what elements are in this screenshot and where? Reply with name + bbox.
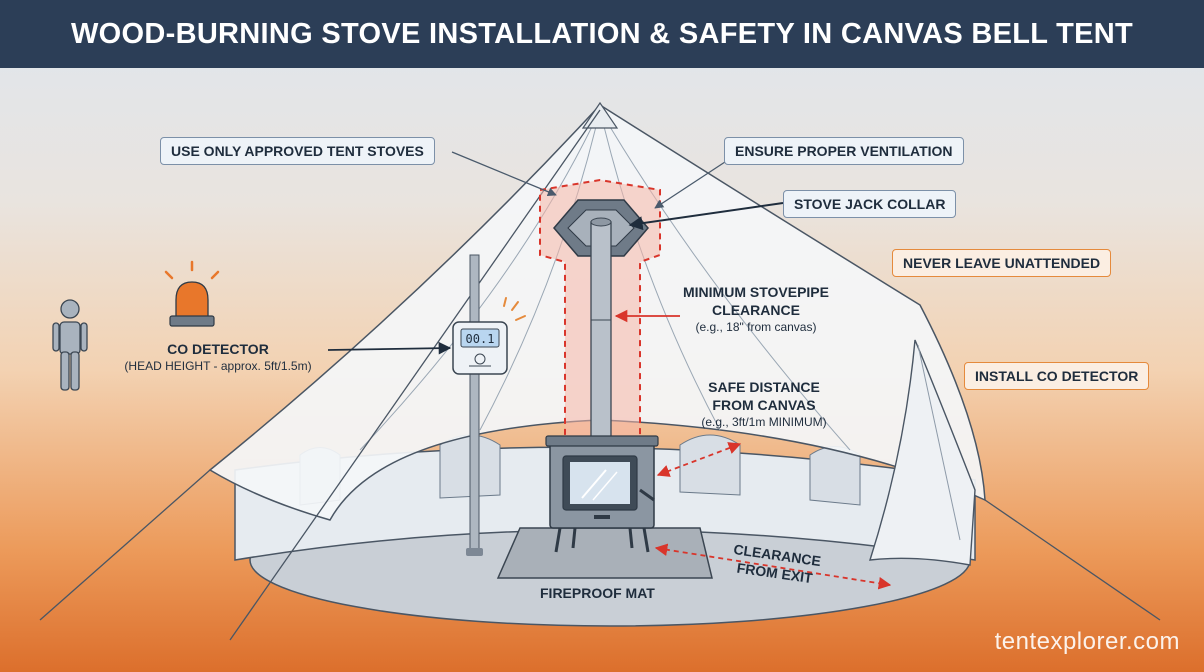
safe-distance-subtitle: (e.g., 3ft/1m MINIMUM) xyxy=(701,415,827,429)
stovepipe-title-1: MINIMUM STOVEPIPE xyxy=(683,284,829,300)
label-never-unattended: NEVER LEAVE UNATTENDED xyxy=(892,249,1112,277)
door-flap xyxy=(869,339,976,566)
alarm-beacon-icon xyxy=(164,260,220,327)
stovepipe xyxy=(590,221,612,441)
arrow-safe-distance xyxy=(656,442,742,477)
safe-distance-title-2: FROM CANVAS xyxy=(712,397,816,413)
co-detector-device: 00.1 xyxy=(452,297,526,375)
watermark: tentexplorer.com xyxy=(994,628,1180,655)
fireproof-mat xyxy=(496,527,713,579)
stovepipe-title-2: CLEARANCE xyxy=(712,302,800,318)
stovepipe-subtitle: (e.g., 18" from canvas) xyxy=(695,320,817,334)
co-detector-annotation: CO DETECTOR (HEAD HEIGHT - approx. 5ft/1… xyxy=(98,340,338,374)
label-stove-jack-collar: STOVE JACK COLLAR xyxy=(783,190,957,218)
arrow-approved-stoves xyxy=(451,151,557,197)
person-icon xyxy=(52,299,88,391)
arrow-exit-clearance xyxy=(654,543,892,590)
co-detector-subtitle: (HEAD HEIGHT - approx. 5ft/1.5m) xyxy=(124,359,312,373)
label-install-co: INSTALL CO DETECTOR xyxy=(964,362,1150,390)
arrow-co-detector xyxy=(327,341,452,355)
center-pole xyxy=(469,254,480,556)
page-title: WOOD-BURNING STOVE INSTALLATION & SAFETY… xyxy=(70,17,1133,50)
safe-distance-title-1: SAFE DISTANCE xyxy=(708,379,820,395)
wood-stove xyxy=(545,435,659,553)
safe-distance-annotation: SAFE DISTANCE FROM CANVAS (e.g., 3ft/1m … xyxy=(664,378,864,430)
arrow-ventilation xyxy=(654,159,729,209)
stovepipe-annotation: MINIMUM STOVEPIPE CLEARANCE (e.g., 18" f… xyxy=(656,283,856,335)
co-detector-title: CO DETECTOR xyxy=(167,341,269,357)
label-approved-stoves: USE ONLY APPROVED TENT STOVES xyxy=(160,137,435,165)
co-display-text: 00.1 xyxy=(466,332,495,346)
label-ventilation: ENSURE PROPER VENTILATION xyxy=(724,137,964,165)
header-bar: WOOD-BURNING STOVE INSTALLATION & SAFETY… xyxy=(0,0,1204,68)
arrow-stove-jack xyxy=(628,202,784,231)
fireproof-mat-label: FIREPROOF MAT xyxy=(540,585,655,601)
